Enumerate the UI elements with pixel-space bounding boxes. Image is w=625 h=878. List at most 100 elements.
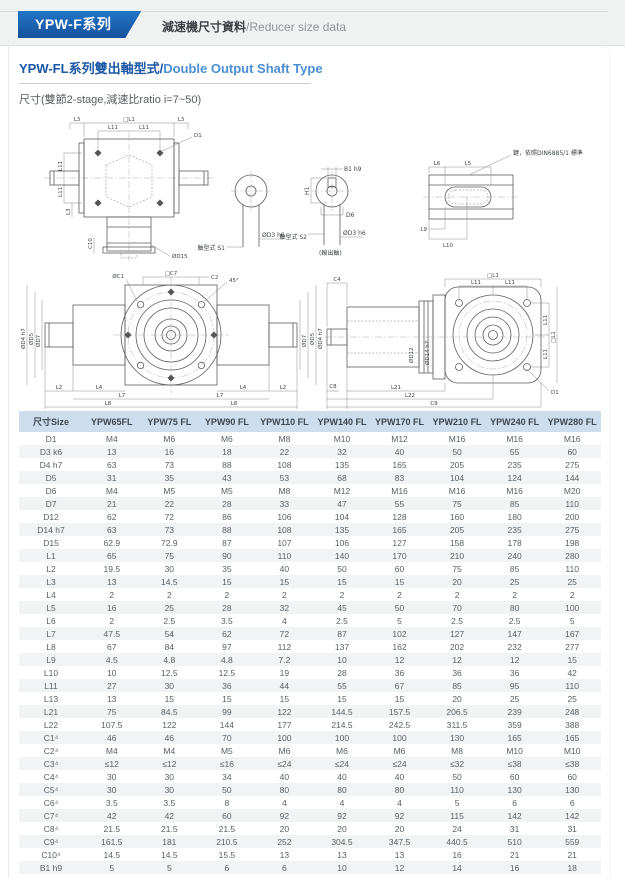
dimension-value: 19.5 bbox=[103, 563, 121, 574]
dim-label: L7 bbox=[217, 393, 224, 399]
dimension-value: 14.5 bbox=[161, 576, 178, 587]
dimension-value: 110 bbox=[277, 550, 292, 561]
dimension-label: C3⁴ bbox=[43, 758, 59, 769]
dimension-value: 21.5 bbox=[218, 823, 236, 834]
dimension-value: 25 bbox=[509, 576, 520, 587]
dimension-value: 20 bbox=[452, 693, 462, 704]
dimension-label: L3 bbox=[46, 576, 56, 587]
dimension-value: 100 bbox=[277, 732, 292, 743]
dimension-value: 73 bbox=[164, 524, 175, 535]
dimension-value: M16 bbox=[448, 433, 466, 444]
dim-label: L4 bbox=[240, 385, 247, 391]
dimension-label: C6⁴ bbox=[43, 797, 59, 808]
front-view-drawing: □C7 C2 ØC1 45° ØD4 h7 ØD5 ØD7 Ø bbox=[20, 271, 324, 409]
dimension-value: 2 bbox=[339, 589, 345, 600]
dimension-value: 14.5 bbox=[103, 849, 121, 860]
dimension-value: 35 bbox=[313, 874, 371, 878]
dimension-value: 248 bbox=[565, 706, 580, 717]
dim-label: L3 bbox=[178, 117, 185, 123]
dimension-label: B1 h9 bbox=[39, 862, 63, 873]
dimension-label: L21 bbox=[43, 706, 59, 717]
dimension-value: 70 bbox=[222, 732, 232, 743]
dimension-value: 36 bbox=[509, 667, 520, 678]
dim-label: L3 bbox=[74, 117, 81, 123]
dimension-value: 62 bbox=[107, 511, 117, 522]
dim-label: ØD15 bbox=[172, 253, 188, 260]
dimension-value: 92 bbox=[394, 810, 405, 821]
dimension-value: 21 bbox=[509, 849, 520, 860]
dimension-value: M4 bbox=[105, 745, 118, 756]
dim-label: C2 bbox=[211, 275, 218, 281]
dimension-value: 36 bbox=[222, 680, 232, 691]
dimension-value: 5 bbox=[454, 797, 460, 808]
dimension-value: 275 bbox=[565, 524, 580, 535]
dimension-value: 235 bbox=[507, 459, 522, 470]
column-header: YPW90 FL bbox=[198, 411, 256, 432]
dimension-value: M12 bbox=[333, 485, 351, 496]
dimension-value: M12 bbox=[391, 433, 408, 444]
dimension-value: 5 bbox=[397, 615, 402, 626]
dim-label: L2 bbox=[56, 385, 63, 391]
dimension-value: 30 bbox=[164, 680, 175, 691]
dimension-value: 14.5 bbox=[161, 849, 178, 860]
dimension-label: L7 bbox=[46, 628, 56, 639]
dimension-value: 6 bbox=[569, 797, 575, 808]
dimension-value: 2 bbox=[109, 615, 115, 626]
dimension-value: 35 bbox=[164, 472, 175, 483]
dimension-value: M6 bbox=[336, 745, 348, 756]
dimension-value: 95 bbox=[509, 680, 520, 691]
dimension-value: 25 bbox=[567, 576, 577, 587]
dimension-value: ≤12 bbox=[162, 758, 177, 769]
dim-label: B1 h9 bbox=[344, 166, 362, 173]
dimension-value: 181 bbox=[162, 836, 177, 847]
dimension-value: 63 bbox=[107, 524, 117, 535]
column-header: YPW65FL bbox=[83, 411, 141, 432]
dimension-value: 72.9 bbox=[161, 537, 178, 548]
dimension-value: 2 bbox=[512, 589, 517, 600]
dimension-value: 140 bbox=[334, 550, 350, 561]
dimension-label: C4⁴ bbox=[43, 771, 59, 782]
dimension-value: M16 bbox=[506, 485, 523, 496]
dimension-value: 15 bbox=[337, 693, 347, 704]
dimension-value: 42 bbox=[567, 667, 577, 678]
dim-label: H1 bbox=[304, 186, 311, 195]
dimension-value: M20 bbox=[563, 485, 581, 496]
section-title-rule bbox=[19, 83, 311, 84]
dimension-value: 7.2 bbox=[278, 654, 291, 665]
dimension-value: 80 bbox=[509, 602, 520, 613]
dim-label: C9 bbox=[430, 401, 438, 407]
dim-label: L4 bbox=[96, 385, 103, 391]
dimension-value: M6 bbox=[163, 433, 176, 444]
dimension-value: 73 bbox=[164, 459, 175, 470]
dimension-label: D14 h7 bbox=[37, 524, 65, 535]
dimension-value: M6 bbox=[278, 745, 291, 756]
dimension-value: 110 bbox=[450, 784, 464, 795]
dimension-value: 16 bbox=[107, 602, 117, 613]
column-header: YPW210 FL bbox=[428, 411, 486, 432]
section-title-zh: YPW-FL系列雙出軸型式/ bbox=[19, 61, 164, 76]
dimension-value: 72 bbox=[279, 628, 290, 639]
dimension-value: 21.5 bbox=[103, 823, 121, 834]
dimension-label: C5⁴ bbox=[43, 784, 59, 795]
dimension-value: 440.5 bbox=[446, 836, 468, 847]
dimension-value: 36 bbox=[452, 667, 462, 678]
dim-label: L9 bbox=[420, 227, 427, 233]
dimension-value: 85 bbox=[509, 498, 520, 509]
dimension-value: 70 bbox=[452, 602, 462, 613]
dimension-value: 25 bbox=[567, 693, 577, 704]
dimension-value: 22 bbox=[279, 446, 290, 457]
dimension-value: 130 bbox=[565, 784, 580, 795]
top-view-drawing: L3 □L1 L3 L11 L11 D1 L11 L11 L3 C bbox=[44, 117, 216, 261]
dimension-value: M16 bbox=[563, 433, 581, 444]
dimension-value: 46 bbox=[164, 732, 175, 743]
